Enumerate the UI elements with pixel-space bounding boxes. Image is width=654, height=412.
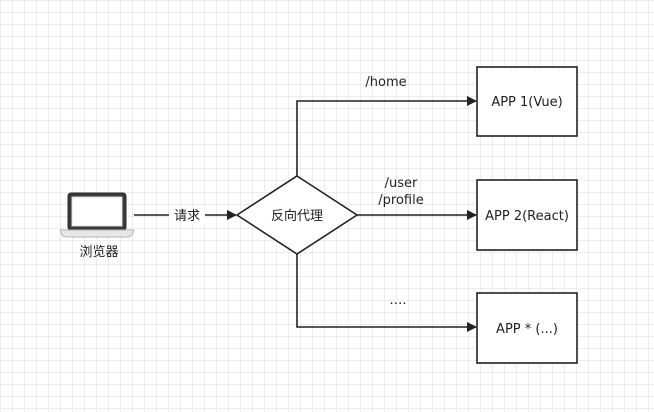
- app-label-3: APP * (...): [496, 322, 558, 337]
- app-node-3: [476, 292, 578, 364]
- app-node-1: [476, 66, 578, 137]
- route-label-app-3-line-1: ….: [389, 293, 406, 308]
- route-edge-app-1: [296, 96, 477, 176]
- request-label-bg: [169, 207, 205, 224]
- route-label-app-2-line-1: /user: [385, 176, 418, 191]
- route-label-app-2-line-2: /profile: [378, 193, 423, 208]
- request-edge-label: 请求: [174, 209, 200, 224]
- app-node-2: [476, 179, 578, 251]
- laptop-icon: [59, 192, 135, 238]
- route-edge-app-3: [296, 254, 477, 332]
- route-label-app-1-line-1: /home: [365, 75, 406, 90]
- app-label-1: APP 1(Vue): [491, 95, 562, 110]
- client-label: 浏览器: [79, 244, 118, 260]
- proxy-label: 反向代理: [271, 208, 323, 224]
- app-label-2: APP 2(React): [485, 209, 569, 224]
